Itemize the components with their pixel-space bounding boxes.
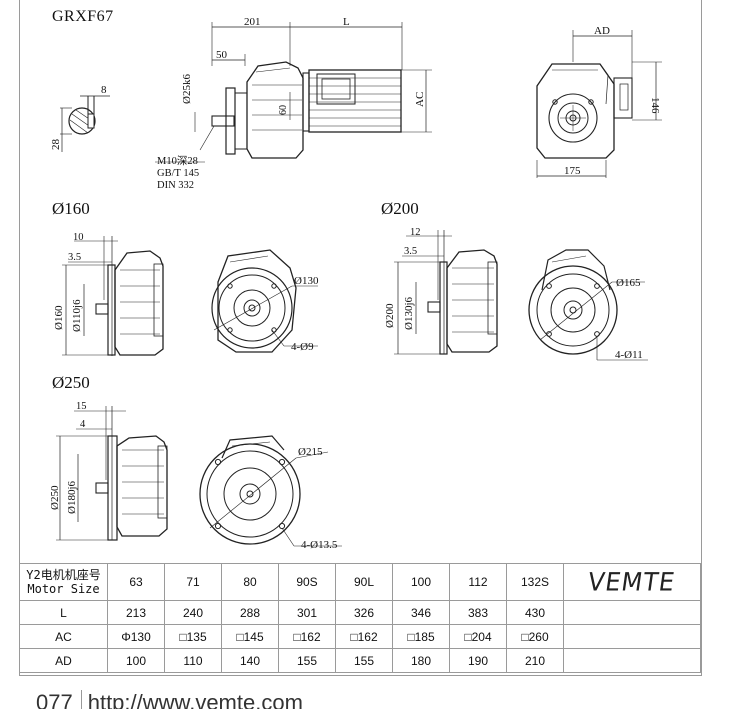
empty-cell bbox=[563, 624, 701, 649]
size-cell: 90S bbox=[278, 563, 336, 601]
dim-200-holes: 4-Ø11 bbox=[615, 349, 643, 361]
table-cell: 326 bbox=[335, 600, 393, 625]
dim-160-3-5: 3.5 bbox=[68, 252, 81, 263]
flange-250-front bbox=[199, 435, 342, 547]
dim-AC: AC bbox=[414, 92, 426, 107]
signature-cell: VEMTE bbox=[563, 563, 701, 601]
dim-250-outer: Ø250 bbox=[49, 485, 61, 510]
table-row: AC Φ130 □135 □145 □162 □162 □185 □204 □2… bbox=[19, 624, 701, 649]
dim-50: 50 bbox=[216, 49, 228, 61]
table-cell: □260 bbox=[506, 624, 564, 649]
dim-160-holes: 4-Ø9 bbox=[291, 341, 314, 353]
flange-250-side bbox=[56, 406, 168, 541]
flange-250-title: Ø250 bbox=[52, 373, 90, 392]
size-cell: 71 bbox=[164, 563, 222, 601]
thread-spec: M10深28 bbox=[157, 155, 198, 167]
header-cn: Y2电机机座号 bbox=[26, 568, 101, 582]
flange-160-side bbox=[62, 236, 164, 356]
table-cell: 110 bbox=[164, 648, 222, 673]
table-cell: 213 bbox=[107, 600, 165, 625]
dim-60: 60 bbox=[278, 105, 289, 115]
row-label: L bbox=[19, 600, 108, 625]
flange-200-side bbox=[394, 230, 498, 355]
size-cell: 132S bbox=[506, 563, 564, 601]
table-cell: 240 bbox=[164, 600, 222, 625]
size-cell: 112 bbox=[449, 563, 507, 601]
row-label: AD bbox=[19, 648, 108, 673]
dim-200-spigot: Ø130j6 bbox=[403, 297, 415, 331]
dim-175: 175 bbox=[564, 165, 581, 177]
table-row: AD 100 110 140 155 155 180 190 210 bbox=[19, 648, 701, 673]
flange-200-title: Ø200 bbox=[381, 199, 419, 218]
size-cell: 100 bbox=[392, 563, 450, 601]
table-cell: □162 bbox=[278, 624, 336, 649]
table-cell: □204 bbox=[449, 624, 507, 649]
dim-200-pcd: Ø165 bbox=[616, 277, 641, 289]
dim-160-pcd: Ø130 bbox=[294, 275, 319, 287]
thread-standard-gb: GB/T 145 bbox=[157, 168, 199, 179]
dim-key-height: 28 bbox=[50, 139, 62, 151]
flange-160-front bbox=[211, 249, 318, 353]
flange-200-front bbox=[528, 249, 648, 361]
table-row: L 213 240 288 301 326 346 383 430 bbox=[19, 600, 701, 625]
dim-250-pcd: Ø215 bbox=[298, 446, 323, 458]
table-cell: 288 bbox=[221, 600, 279, 625]
table-cell: 210 bbox=[506, 648, 564, 673]
dim-146: 146 bbox=[649, 97, 661, 114]
size-cell: 80 bbox=[221, 563, 279, 601]
empty-cell bbox=[563, 648, 701, 673]
table-cell: 140 bbox=[221, 648, 279, 673]
table-cell: 155 bbox=[278, 648, 336, 673]
dim-AD: AD bbox=[594, 25, 610, 37]
table-cell: 301 bbox=[278, 600, 336, 625]
header-en: Motor Size bbox=[27, 582, 100, 596]
signature: VEMTE bbox=[586, 567, 678, 597]
table-cell: 346 bbox=[392, 600, 450, 625]
table-header-label: Y2电机机座号 Motor Size bbox=[19, 563, 108, 601]
page-footer: 077 http://www.vemte.com bbox=[36, 690, 303, 709]
shaft-key-section bbox=[60, 95, 110, 152]
size-cell: 63 bbox=[107, 563, 165, 601]
table-cell: 180 bbox=[392, 648, 450, 673]
dim-key-width: 8 bbox=[101, 84, 107, 96]
dim-160-outer: Ø160 bbox=[53, 305, 65, 330]
footer-divider bbox=[80, 690, 82, 709]
row-label: AC bbox=[19, 624, 108, 649]
table-cell: □185 bbox=[392, 624, 450, 649]
dim-L: L bbox=[343, 16, 350, 28]
technical-drawing: 8 28 201 L 50 Ø25k6 60 bbox=[49, 16, 662, 551]
table-cell: 383 bbox=[449, 600, 507, 625]
table-cell: 155 bbox=[335, 648, 393, 673]
model-title: GRXF67 bbox=[52, 8, 114, 25]
table-cell: Φ130 bbox=[107, 624, 165, 649]
dim-200-3-5: 3.5 bbox=[404, 246, 417, 257]
dim-250-15: 15 bbox=[76, 401, 87, 412]
dim-250-spigot: Ø180j6 bbox=[66, 481, 78, 515]
page-frame bbox=[19, 0, 702, 676]
table-cell: □145 bbox=[221, 624, 279, 649]
gearmotor-side-view bbox=[155, 22, 432, 163]
flange-160-title: Ø160 bbox=[52, 199, 90, 218]
empty-cell bbox=[563, 600, 701, 625]
dim-200-12: 12 bbox=[410, 227, 421, 238]
table-cell: □162 bbox=[335, 624, 393, 649]
table-cell: 190 bbox=[449, 648, 507, 673]
dim-201: 201 bbox=[244, 16, 261, 28]
website-link[interactable]: http://www.vemte.com bbox=[87, 690, 303, 709]
dim-160-10: 10 bbox=[73, 232, 84, 243]
dim-160-spigot: Ø110j6 bbox=[71, 299, 83, 332]
dim-shaft-diameter: Ø25k6 bbox=[181, 74, 193, 104]
table-cell: □135 bbox=[164, 624, 222, 649]
dim-200-outer: Ø200 bbox=[384, 303, 396, 328]
dim-250-holes: 4-Ø13.5 bbox=[301, 539, 338, 551]
size-cell: 90L bbox=[335, 563, 393, 601]
gearmotor-front-view bbox=[536, 30, 662, 178]
table-header-row: Y2电机机座号 Motor Size 63 71 80 90S 90L 100 … bbox=[19, 563, 701, 601]
dim-250-4: 4 bbox=[80, 419, 86, 430]
table-cell: 100 bbox=[107, 648, 165, 673]
table-cell: 430 bbox=[506, 600, 564, 625]
thread-standard-din: DIN 332 bbox=[157, 180, 194, 191]
page-number: 077 bbox=[36, 690, 73, 709]
motor-size-table: Y2电机机座号 Motor Size 63 71 80 90S 90L 100 … bbox=[19, 563, 701, 673]
